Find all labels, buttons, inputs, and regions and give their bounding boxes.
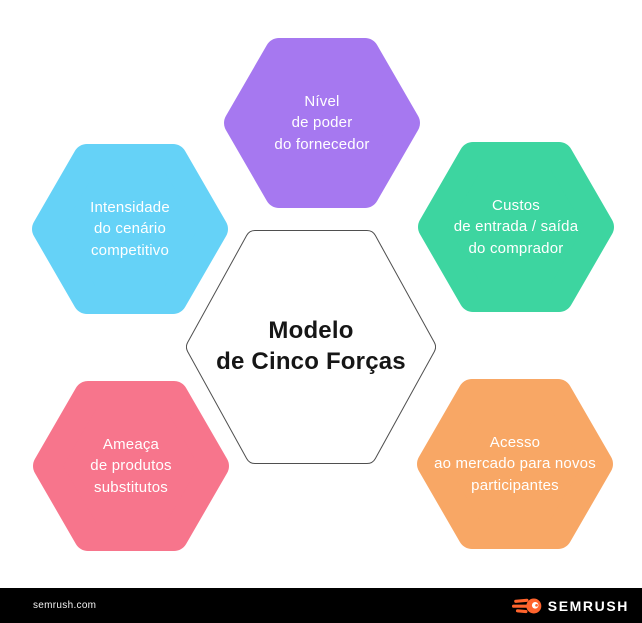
- hexagon-label-substitute-products: Ameaça de produtos substitutos: [90, 436, 172, 496]
- flame-streak-bottom: [515, 608, 528, 613]
- hexagon-polygon: [224, 38, 420, 208]
- hexagon-center-title: Modelo de Cinco Forças: [186, 230, 436, 464]
- hexagon-shape: [32, 144, 228, 314]
- hexagon-polygon: [32, 144, 228, 314]
- hexagon-polygon: [33, 381, 229, 551]
- hexagon-substitute-products: Ameaça de produtos substitutos: [33, 381, 229, 551]
- footer-bar: semrush.com SEMRUSH: [0, 588, 642, 623]
- hexagon-competitive-intensity: Intensidade do cenário competitivo: [32, 144, 228, 314]
- hexagon-outline-shape: [186, 230, 436, 464]
- diagram-title: Modelo de Cinco Forças: [216, 317, 406, 375]
- hexagon-label-competitive-intensity: Intensidade do cenário competitivo: [90, 199, 170, 259]
- hexagon-entry-exit-costs: Custos de entrada / saída do comprador: [418, 142, 614, 312]
- footer-site-url: semrush.com: [33, 600, 97, 611]
- hexagon-label-supplier-power: Nível de poder do fornecedor: [274, 93, 370, 153]
- hexagon-polygon: [418, 142, 614, 312]
- hexagon-polygon: [417, 379, 613, 549]
- semrush-logo: SEMRUSH: [511, 597, 629, 615]
- flame-streak-top: [513, 598, 529, 603]
- semrush-flame-icon: [511, 597, 542, 615]
- flame-ball-pupil: [534, 603, 538, 607]
- hexagon-supplier-power: Nível de poder do fornecedor: [224, 38, 420, 208]
- flame-streak-middle: [511, 604, 528, 608]
- hexagon-shape: [417, 379, 613, 549]
- hexagon-shape: [33, 381, 229, 551]
- hexagon-new-entrants-access: Acesso ao mercado para novos participant…: [417, 379, 613, 549]
- hexagon-shape: [418, 142, 614, 312]
- hexagon-label-entry-exit-costs: Custos de entrada / saída do comprador: [453, 197, 579, 257]
- hexagon-label-new-entrants-access: Acesso ao mercado para novos participant…: [434, 434, 596, 494]
- hexagon-inner-polygon: [187, 231, 435, 463]
- hexagon-shape: [224, 38, 420, 208]
- semrush-wordmark: SEMRUSH: [547, 597, 629, 614]
